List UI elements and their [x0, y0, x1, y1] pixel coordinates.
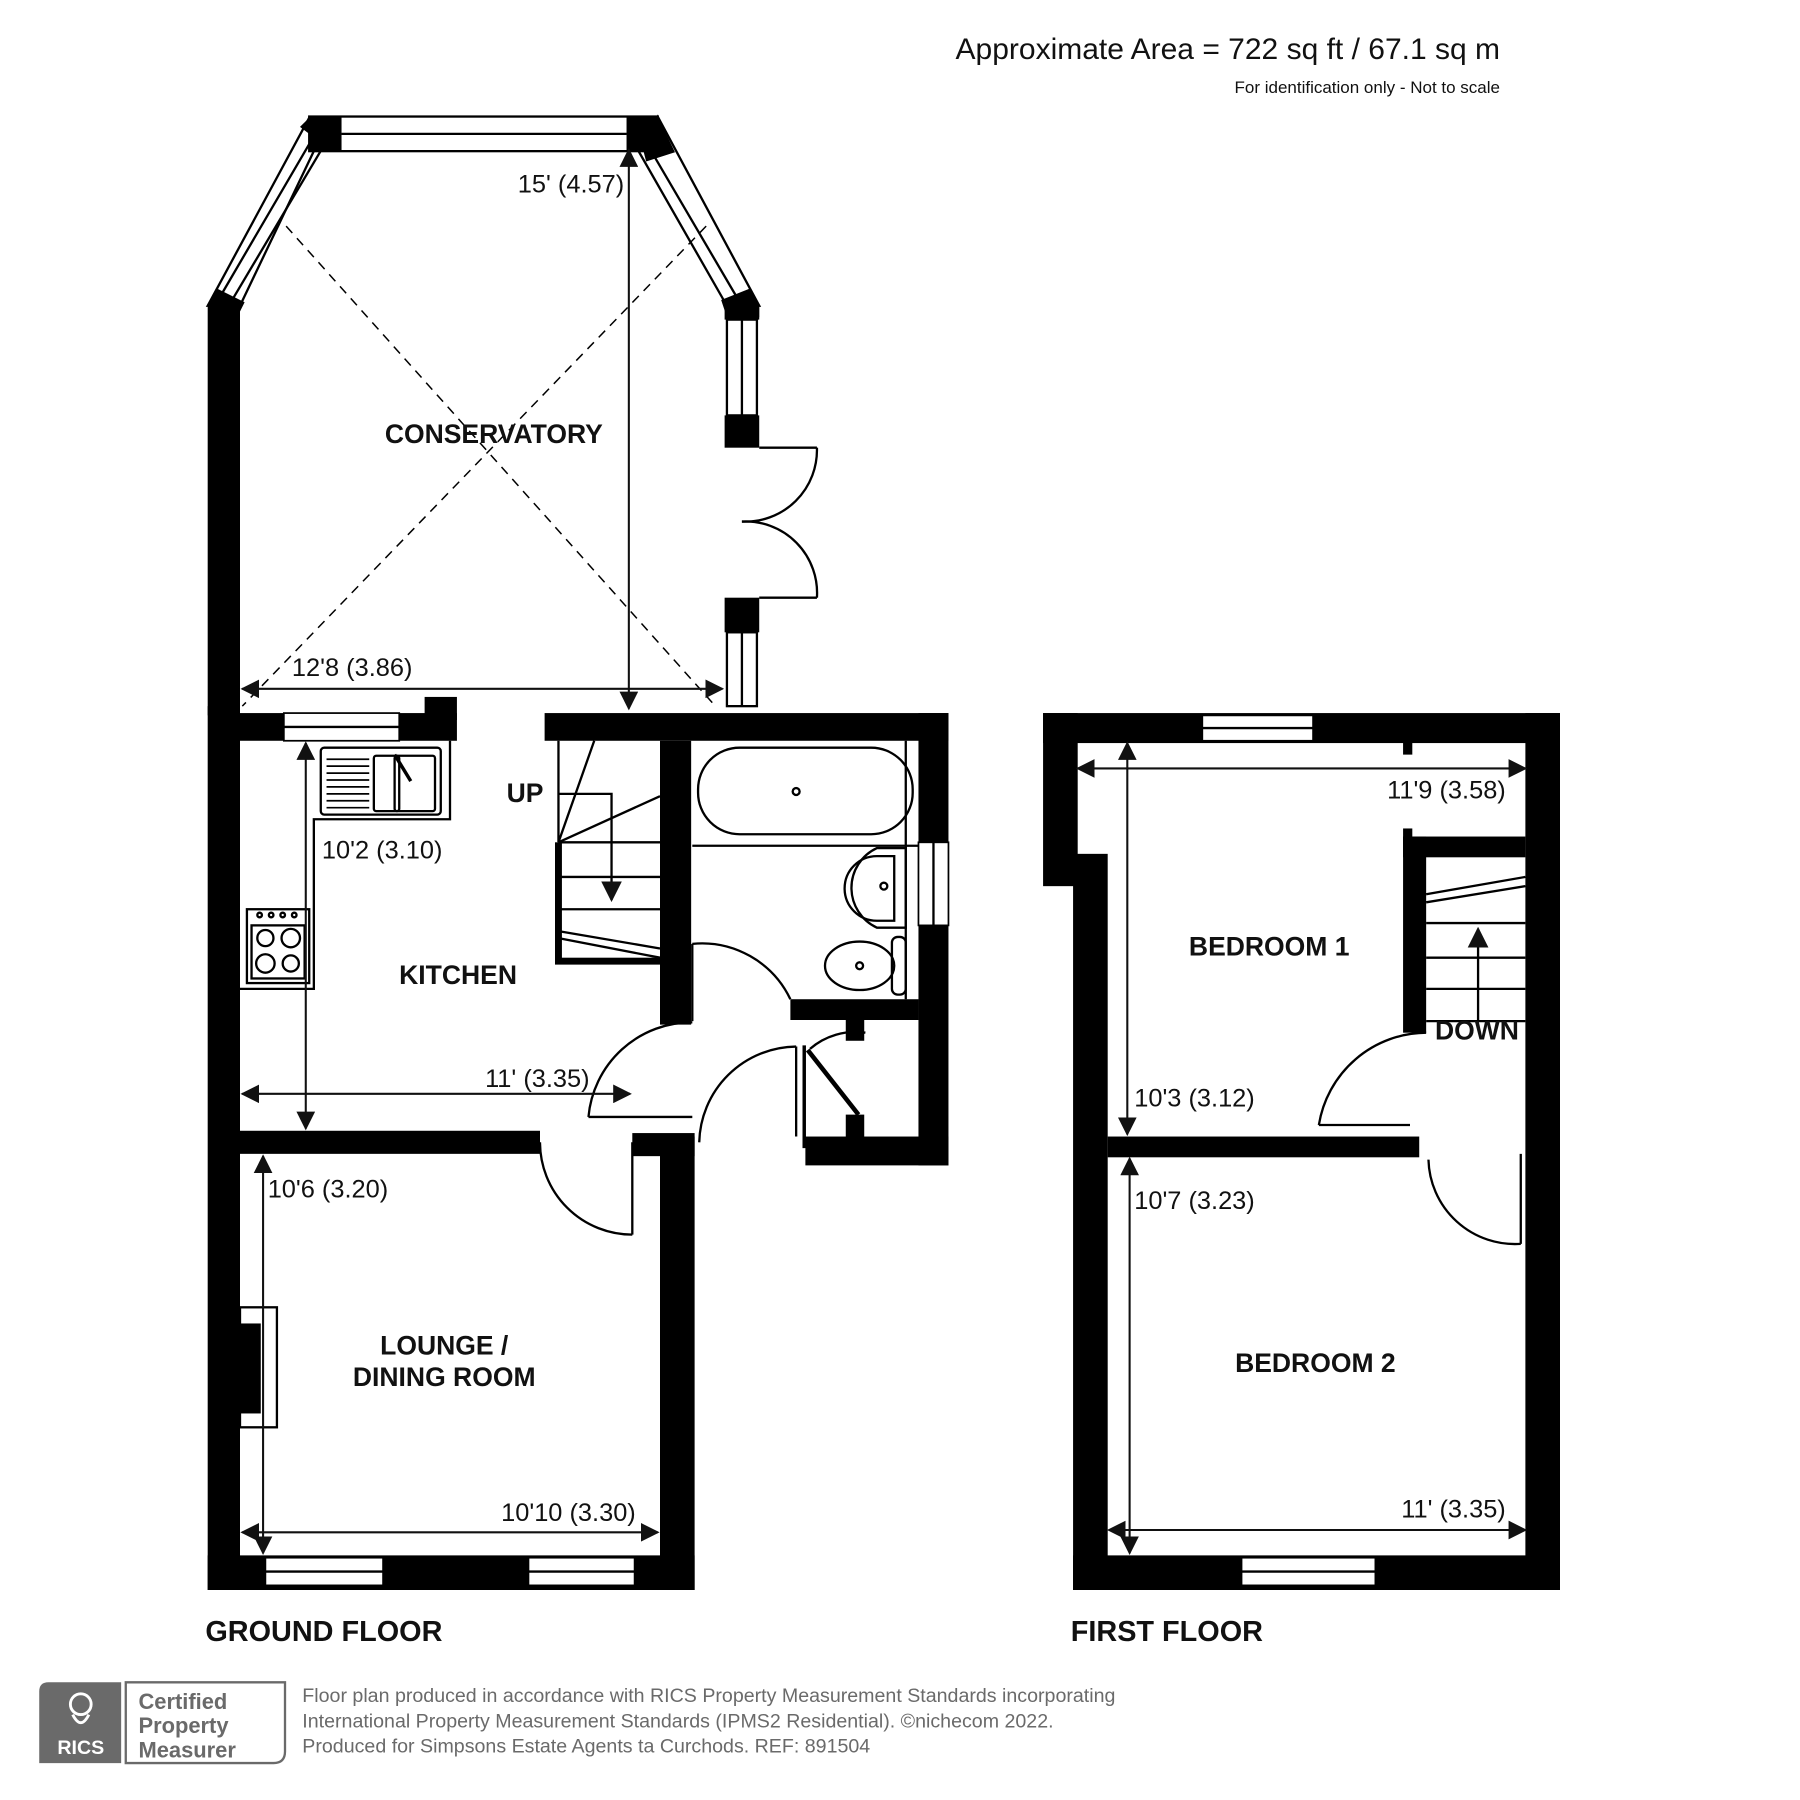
footer-line-2: International Property Measurement Stand…: [302, 1710, 1053, 1732]
badge-line1: Certified: [138, 1689, 227, 1714]
ground-floor-label: GROUND FLOOR: [205, 1616, 442, 1648]
stairs-up-label: UP: [507, 778, 544, 808]
rics-logo-text: RICS: [57, 1737, 104, 1759]
wall: [724, 305, 760, 320]
badge-line2: Property: [138, 1713, 229, 1738]
approximate-area: Approximate Area = 722 sq ft / 67.1 sq m: [955, 33, 1500, 66]
conservatory-label: CONSERVATORY: [385, 419, 603, 449]
chimney: [424, 696, 457, 720]
rics-badge: RICS Certified Property Measurer: [39, 1681, 287, 1765]
open-to-roof-lines: [241, 225, 716, 707]
stairs-up: [557, 740, 661, 959]
wall: [1403, 828, 1413, 845]
toilet-icon: [823, 935, 907, 996]
wall: [660, 1136, 695, 1590]
badge-line3: Measurer: [138, 1737, 236, 1762]
stairs-down: [1425, 875, 1526, 1023]
french-doors: [741, 446, 819, 599]
wall: [1403, 836, 1526, 858]
wall: [805, 1136, 949, 1166]
wall: [544, 713, 949, 741]
wall: [918, 713, 949, 1166]
wall: [724, 415, 760, 448]
bedroom2-width: 11' (3.35): [1401, 1495, 1506, 1523]
stairs-down-label: DOWN: [1435, 1016, 1519, 1046]
bedroom2-length: 10'7 (3.23): [1134, 1187, 1255, 1215]
lounge-length: 10'6 (3.20): [268, 1176, 389, 1204]
wall: [555, 957, 660, 965]
doors: [1317, 1031, 1522, 1246]
wall: [1107, 1136, 1420, 1158]
wall: [555, 842, 562, 964]
wall: [845, 1020, 865, 1041]
kitchen-length: 10'2 (3.10): [322, 836, 443, 864]
wall: [240, 713, 284, 741]
fireplace: [238, 1306, 279, 1429]
wall: [1043, 713, 1078, 887]
kitchen-label: KITCHEN: [399, 960, 517, 990]
bedroom1-length: 10'3 (3.12): [1134, 1085, 1255, 1113]
conservatory-width: 12'8 (3.86): [292, 654, 413, 682]
kitchen-worktop: [239, 740, 452, 990]
scale-disclaimer: For identification only - Not to scale: [1234, 78, 1500, 97]
dimension-lines: [240, 148, 725, 1555]
bath-icon: [692, 746, 919, 847]
lounge-label-line1: LOUNGE /: [380, 1331, 509, 1361]
wall: [790, 999, 919, 1020]
first-floor-label: FIRST FLOOR: [1071, 1616, 1263, 1648]
sink-drainer: [326, 753, 413, 809]
conservatory-window-right: [633, 114, 762, 318]
hob-icon: [245, 908, 311, 985]
footer-line-3: Produced for Simpsons Estate Agents ta C…: [302, 1736, 870, 1758]
kitchen-width: 11' (3.35): [485, 1065, 590, 1093]
lounge-width: 10'10 (3.30): [501, 1499, 636, 1527]
wall: [632, 1133, 695, 1157]
wall: [1525, 713, 1560, 1590]
wall: [1073, 853, 1108, 1590]
ground-floor-plan: 15' (4.57) 12'8 (3.86) CONSERVATORY 10'2…: [205, 114, 950, 1648]
conservatory-length: 15' (4.57): [518, 171, 624, 199]
wall: [845, 1114, 865, 1138]
wall: [1403, 836, 1427, 1033]
lion-icon: [68, 1692, 93, 1725]
first-floor-plan: 11'9 (3.58) 10'3 (3.12) BEDROOM 1 DOWN 1…: [1043, 713, 1560, 1648]
basin-icon: [843, 846, 907, 929]
bedroom2-label: BEDROOM 2: [1235, 1348, 1396, 1378]
wall: [207, 706, 240, 1590]
wall: [240, 1130, 540, 1154]
wall: [660, 740, 692, 1025]
bedroom1-width: 11'9 (3.58): [1387, 776, 1506, 804]
footer-line-1: Floor plan produced in accordance with R…: [302, 1685, 1115, 1707]
dimension-lines: [1075, 741, 1528, 1555]
bedroom1-label: BEDROOM 1: [1189, 931, 1350, 961]
wall: [724, 597, 760, 633]
wall: [1403, 738, 1413, 755]
wall: [207, 305, 240, 716]
store-door: [805, 1048, 861, 1117]
conservatory-window-top: [308, 115, 659, 153]
lounge-label-line2: DINING ROOM: [353, 1362, 536, 1392]
